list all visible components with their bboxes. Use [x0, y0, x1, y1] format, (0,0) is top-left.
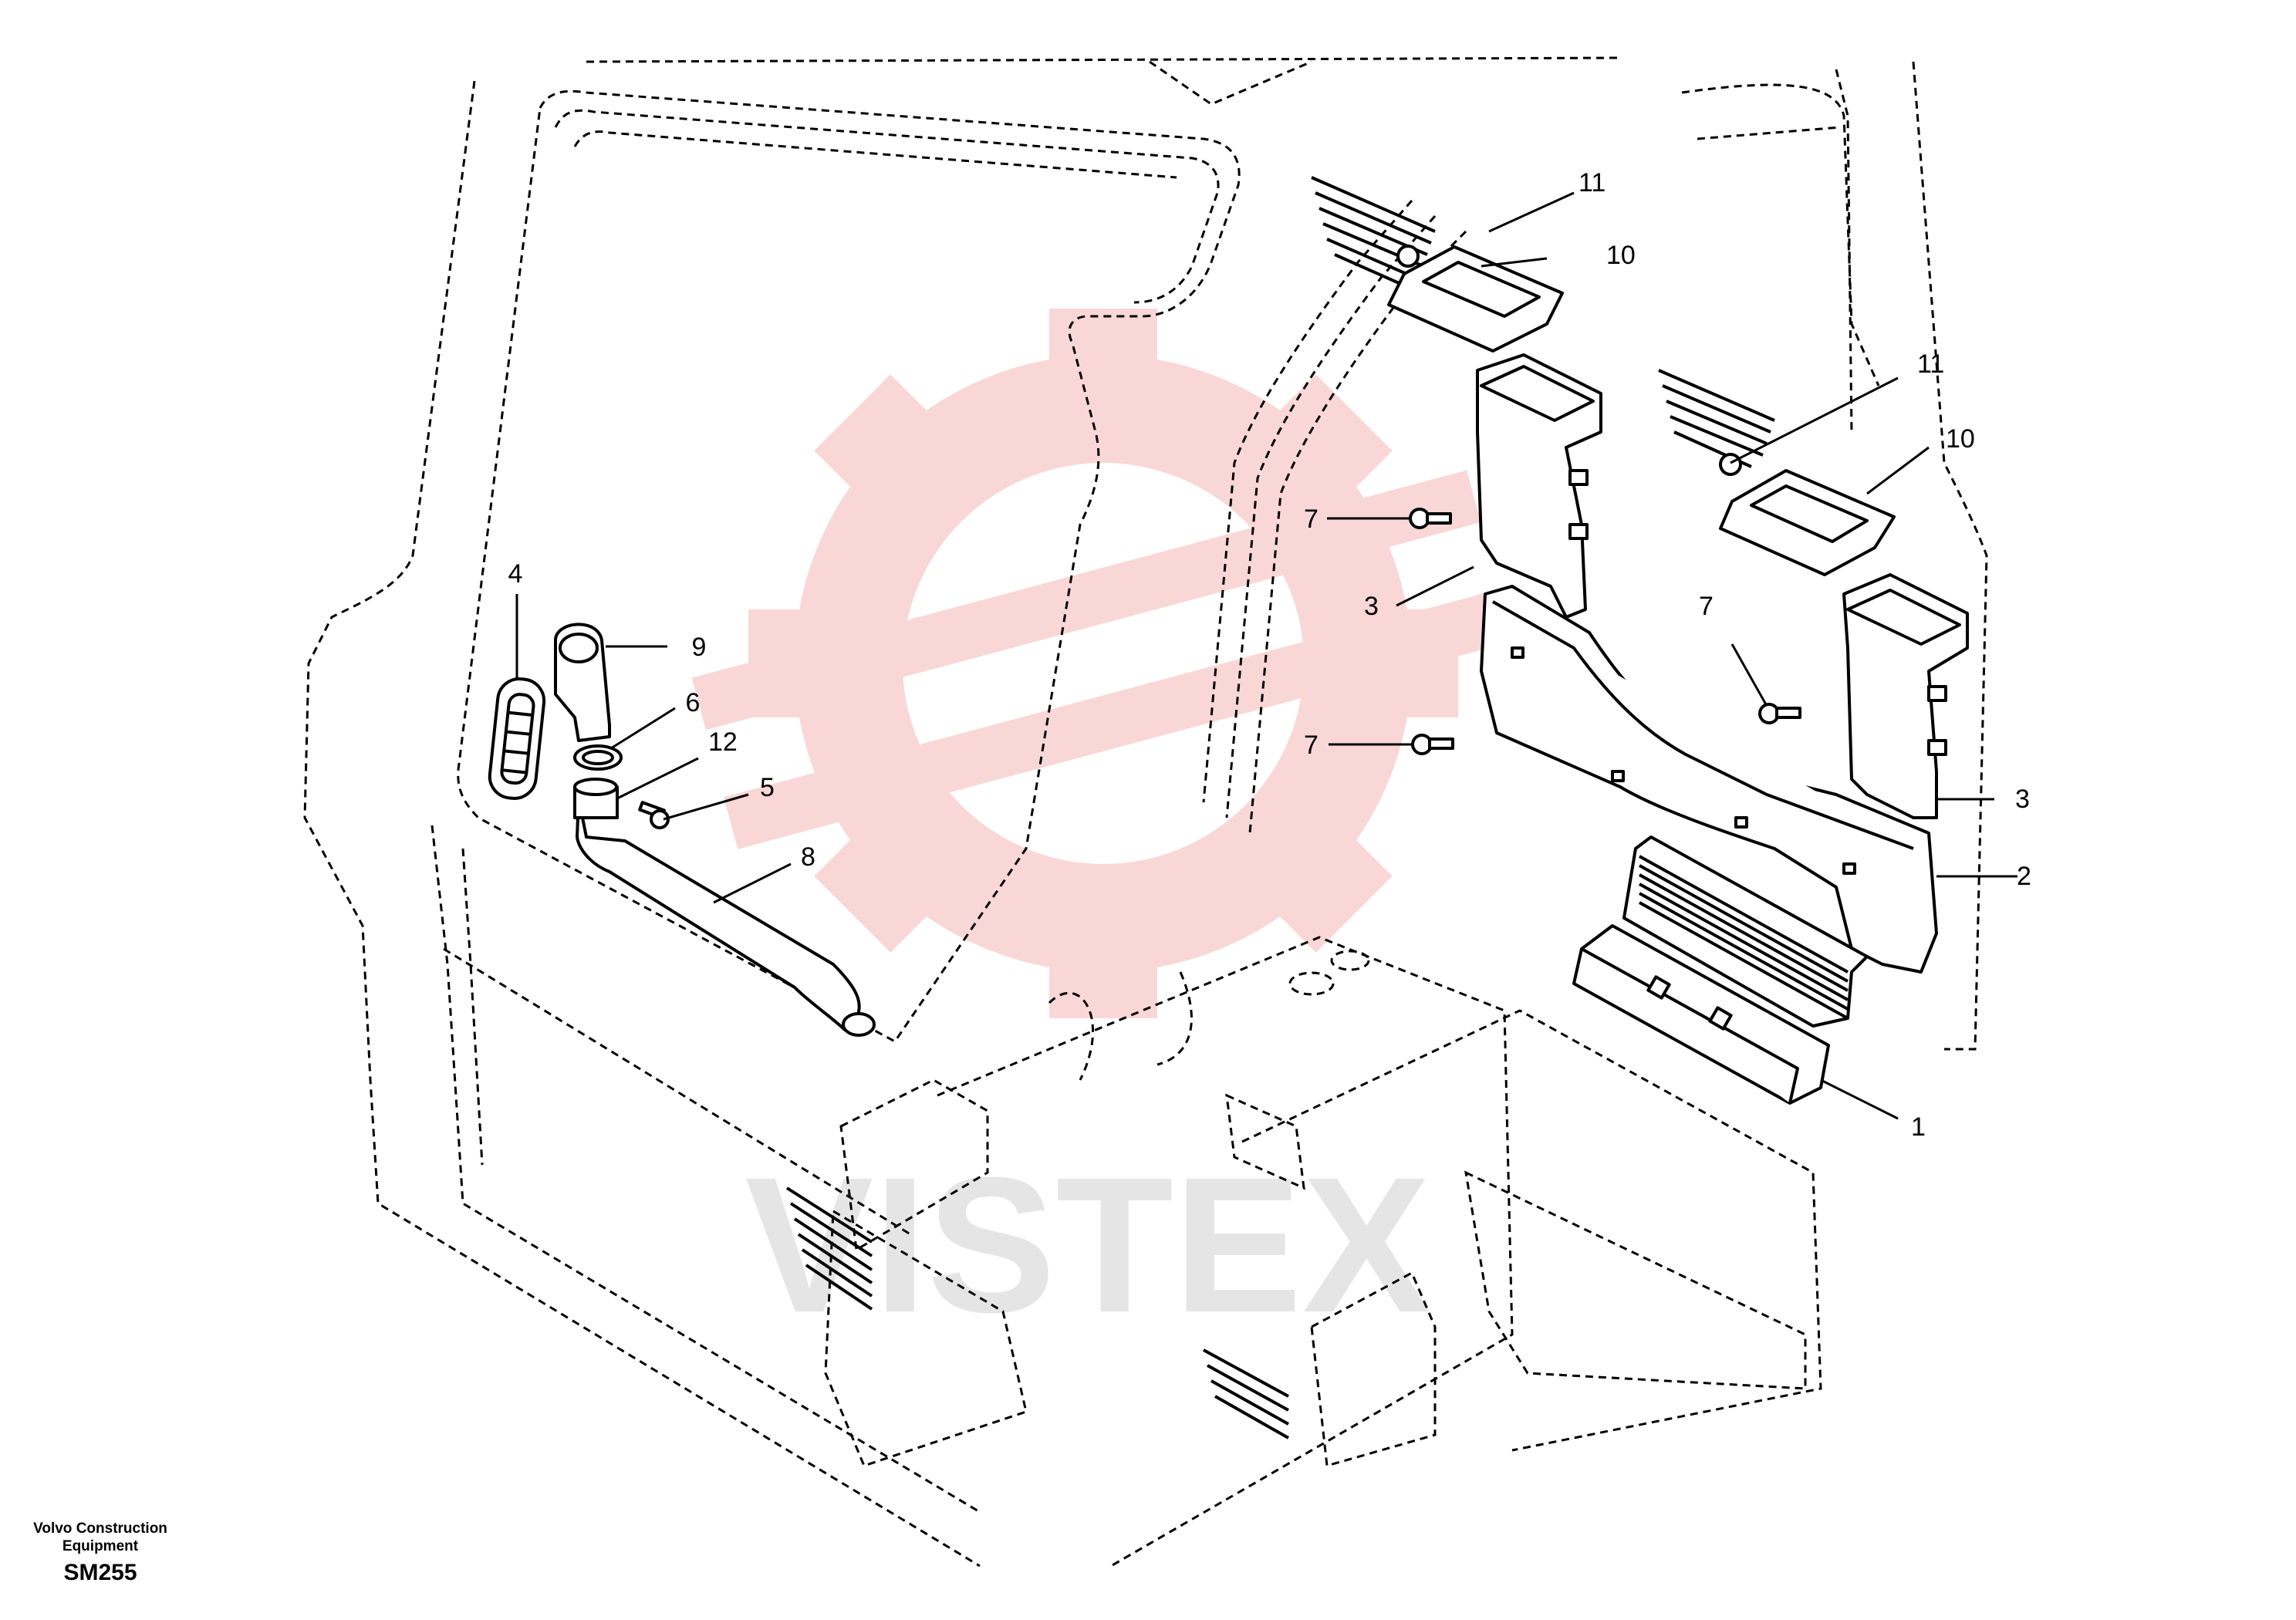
part-4-louver [488, 677, 546, 800]
callout-7-c: 7 [1304, 731, 1319, 760]
callout-11-upper: 11 [1578, 168, 1606, 197]
callout-10-lower: 10 [1946, 424, 1975, 454]
callout-11-lower: 11 [1917, 349, 1944, 379]
callout-2: 2 [2017, 862, 2031, 891]
part-10-bezel-upper [1387, 245, 1564, 353]
part-7-bolt-b [1411, 734, 1454, 755]
part-11-screw-lower [1719, 453, 1742, 476]
part-10-bezel-lower [1719, 469, 1896, 576]
callout-3-lower: 3 [2015, 785, 2030, 814]
footer-diagram-code: SM255 [63, 1560, 137, 1585]
callout-4: 4 [508, 559, 523, 589]
callout-12: 12 [708, 727, 738, 757]
watermark-logo [691, 309, 1513, 1018]
footer-brand: Volvo Construction Equipment [23, 1520, 177, 1555]
part-9-nozzle [554, 623, 611, 742]
part-5-screw [638, 801, 670, 829]
part-6-ring [573, 744, 623, 771]
part-8-hose [576, 797, 876, 1037]
footer-brand-line2: Equipment [62, 1538, 139, 1554]
callout-7-b: 7 [1699, 592, 1714, 621]
part-7-bolt-c [1758, 703, 1801, 724]
part-12-clamp [573, 778, 619, 819]
callout-6: 6 [686, 688, 701, 717]
watermark-text: VISTEX [745, 1137, 1430, 1352]
callout-1: 1 [1911, 1112, 1926, 1142]
callout-10-upper: 10 [1606, 241, 1636, 270]
callout-3-upper: 3 [1364, 592, 1379, 621]
callout-8: 8 [801, 842, 815, 872]
callout-9: 9 [692, 633, 707, 662]
part-3-duct-lower [1842, 573, 1969, 819]
part-3-duct-upper [1476, 353, 1602, 619]
part-2-manifold [1480, 585, 1938, 974]
part-1-filter [1572, 835, 1869, 1105]
callout-5: 5 [760, 773, 775, 802]
cab-outline [303, 56, 1988, 1568]
callouts: 4 9 6 12 5 8 11 10 11 10 7 3 7 7 3 2 1 [508, 168, 2031, 1142]
footer-brand-line1: Volvo Construction [33, 1520, 167, 1537]
part-11-screw-upper [1396, 245, 1420, 268]
callout-7-a: 7 [1304, 505, 1319, 534]
vent-hatching [785, 176, 1775, 1439]
leader-lines [515, 191, 2017, 1120]
parts [488, 245, 1969, 1105]
